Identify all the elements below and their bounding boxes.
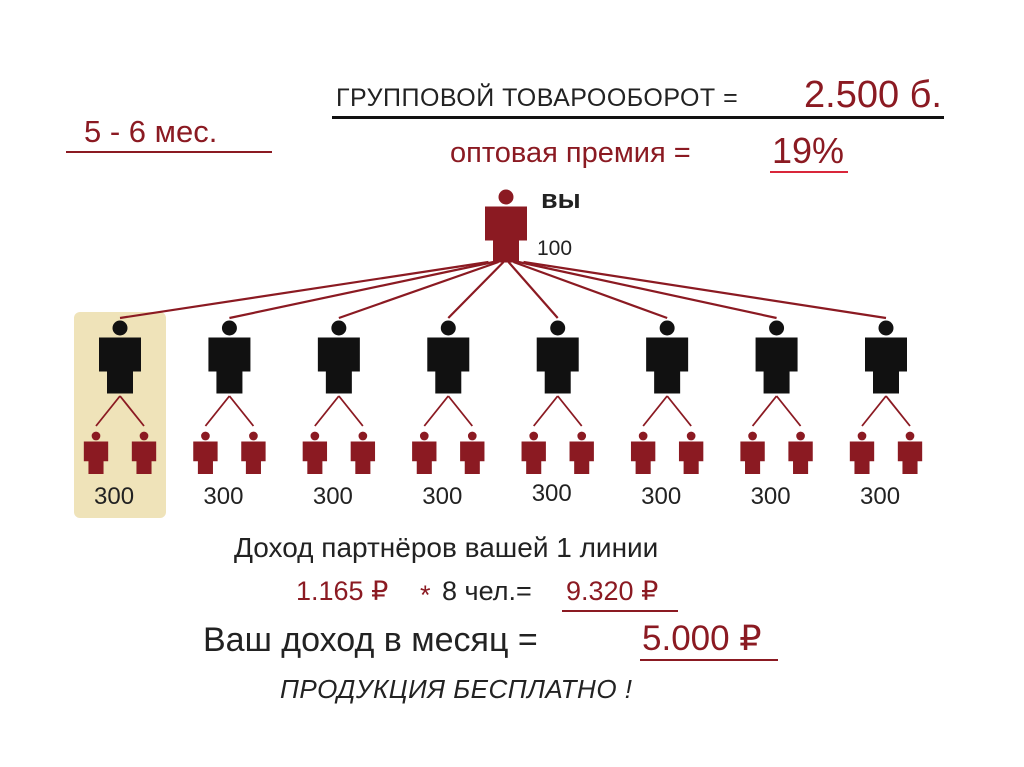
- link-partner-sub-right-6: [666, 395, 692, 427]
- sub-partner-icon-1-a: [83, 431, 109, 474]
- free-products-label: ПРОДУКЦИЯ БЕСПЛАТНО !: [280, 674, 633, 704]
- link-you-partner-1: [119, 260, 489, 320]
- link-you-partner-2: [229, 260, 494, 320]
- partner-person-icon-6: [646, 320, 689, 394]
- monthly-value: 5.000 ₽: [642, 619, 762, 658]
- partner-points-1: 300: [94, 483, 135, 510]
- partner-person-icon-7: [755, 320, 798, 394]
- link-partner-sub-right-8: [885, 395, 911, 427]
- partner-points-2: 300: [203, 483, 244, 510]
- sub-partner-icon-4-a: [412, 431, 437, 474]
- partner-person-icon-5: [536, 320, 579, 394]
- calc-count: 8 чел.=: [442, 576, 532, 606]
- header-divider: [332, 116, 944, 119]
- sub-partner-icon-8-a: [849, 431, 875, 474]
- sub-partner-icon-7-b: [788, 431, 813, 474]
- link-partner-sub-right-1: [119, 395, 145, 427]
- income-title: Доход партнёров вашей 1 линии: [234, 532, 659, 563]
- link-you-partner-8: [523, 260, 887, 320]
- sub-partner-icon-8-b: [897, 431, 923, 474]
- sub-partner-icon-4-b: [460, 431, 485, 474]
- link-partner-sub-left-6: [642, 395, 668, 427]
- partner-person-icon-3: [317, 320, 360, 394]
- link-partner-sub-right-5: [557, 395, 583, 427]
- link-partner-sub-right-2: [228, 395, 255, 427]
- monthly-label: Ваш доход в месяц =: [203, 621, 538, 659]
- calc-total: 9.320 ₽: [566, 576, 659, 606]
- bonus-label: оптовая премия =: [450, 137, 691, 169]
- link-you-partner-5: [507, 261, 559, 319]
- partner-points-3: 300: [312, 483, 353, 510]
- link-partner-sub-right-7: [775, 395, 802, 427]
- calc-total-underline: [562, 610, 678, 612]
- turnover-value: 2.500 б.: [804, 74, 942, 116]
- turnover-label: ГРУППОВОЙ ТОВАРООБОРОТ =: [336, 84, 739, 112]
- link-partner-sub-left-7: [751, 395, 778, 427]
- bonus-value: 19%: [772, 130, 845, 171]
- partner-person-icon-8: [865, 320, 907, 394]
- partner-points-7: 300: [750, 483, 791, 510]
- sub-partner-icon-6-a: [630, 431, 656, 474]
- sub-partner-icon-5-b: [569, 431, 594, 474]
- partner-points-5: 300: [531, 480, 572, 507]
- sub-partner-icon-2-b: [241, 431, 266, 474]
- link-you-partner-3: [338, 260, 499, 320]
- sub-partner-icon-3-b: [350, 431, 376, 474]
- link-you-partner-6: [513, 260, 668, 320]
- link-partner-sub-left-2: [204, 395, 231, 427]
- calc-mult: *: [420, 580, 431, 610]
- link-you-partner-7: [518, 260, 777, 320]
- link-partner-sub-left-4: [423, 395, 449, 427]
- period-underline: [66, 151, 272, 153]
- sub-partner-icon-5-a: [521, 431, 546, 474]
- link-partner-sub-right-3: [338, 395, 364, 427]
- sub-partner-icon-2-a: [193, 431, 218, 474]
- bonus-underline: [770, 171, 848, 173]
- link-partner-sub-left-8: [861, 395, 887, 427]
- partner-person-icon-4: [427, 320, 470, 394]
- link-partner-sub-left-5: [533, 395, 559, 427]
- monthly-underline: [640, 659, 778, 661]
- you-points: 100: [537, 237, 573, 260]
- partner-person-icon-2: [208, 320, 251, 394]
- sub-partner-icon-7-a: [740, 431, 765, 474]
- period-label: 5 - 6 мес.: [84, 114, 218, 149]
- sub-partner-icon-1-b: [131, 431, 157, 474]
- partner-person-icon-1: [99, 320, 141, 394]
- you-label: вы: [541, 184, 581, 214]
- link-partner-sub-right-4: [447, 395, 473, 427]
- link-partner-sub-left-1: [95, 395, 121, 427]
- partner-points-8: 300: [860, 483, 901, 510]
- you-person-icon: [485, 189, 527, 263]
- sub-partner-icon-6-b: [678, 431, 704, 474]
- partner-points-4: 300: [422, 483, 463, 510]
- link-you-partner-4: [447, 261, 505, 319]
- partner-points-6: 300: [641, 483, 682, 510]
- sub-partner-icon-3-a: [302, 431, 328, 474]
- link-partner-sub-left-3: [314, 395, 340, 427]
- calc-per-partner: 1.165 ₽: [296, 576, 389, 606]
